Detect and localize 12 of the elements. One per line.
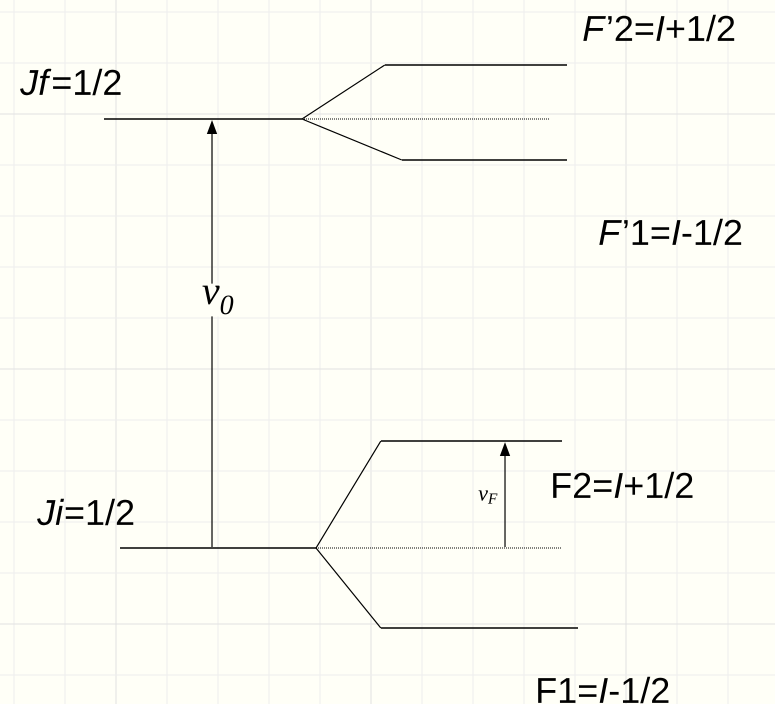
level-label: F’1=I-1/2 xyxy=(599,218,742,246)
level-label: Ji=1/2 xyxy=(37,498,134,526)
level-label: Jf=1/2 xyxy=(20,68,121,96)
level-label: F2=I+1/2 xyxy=(553,472,692,498)
split-line xyxy=(302,64,386,120)
split-line xyxy=(316,548,382,628)
edge-label: ν$_{0}$ xyxy=(202,286,234,314)
level-label: F1=I-1/2 xyxy=(538,676,668,704)
split-line xyxy=(302,118,402,161)
level-label: F’2=I+1/2 xyxy=(583,14,734,42)
edge-label: ν$_{F}$ xyxy=(478,490,498,504)
split-line xyxy=(316,440,382,548)
